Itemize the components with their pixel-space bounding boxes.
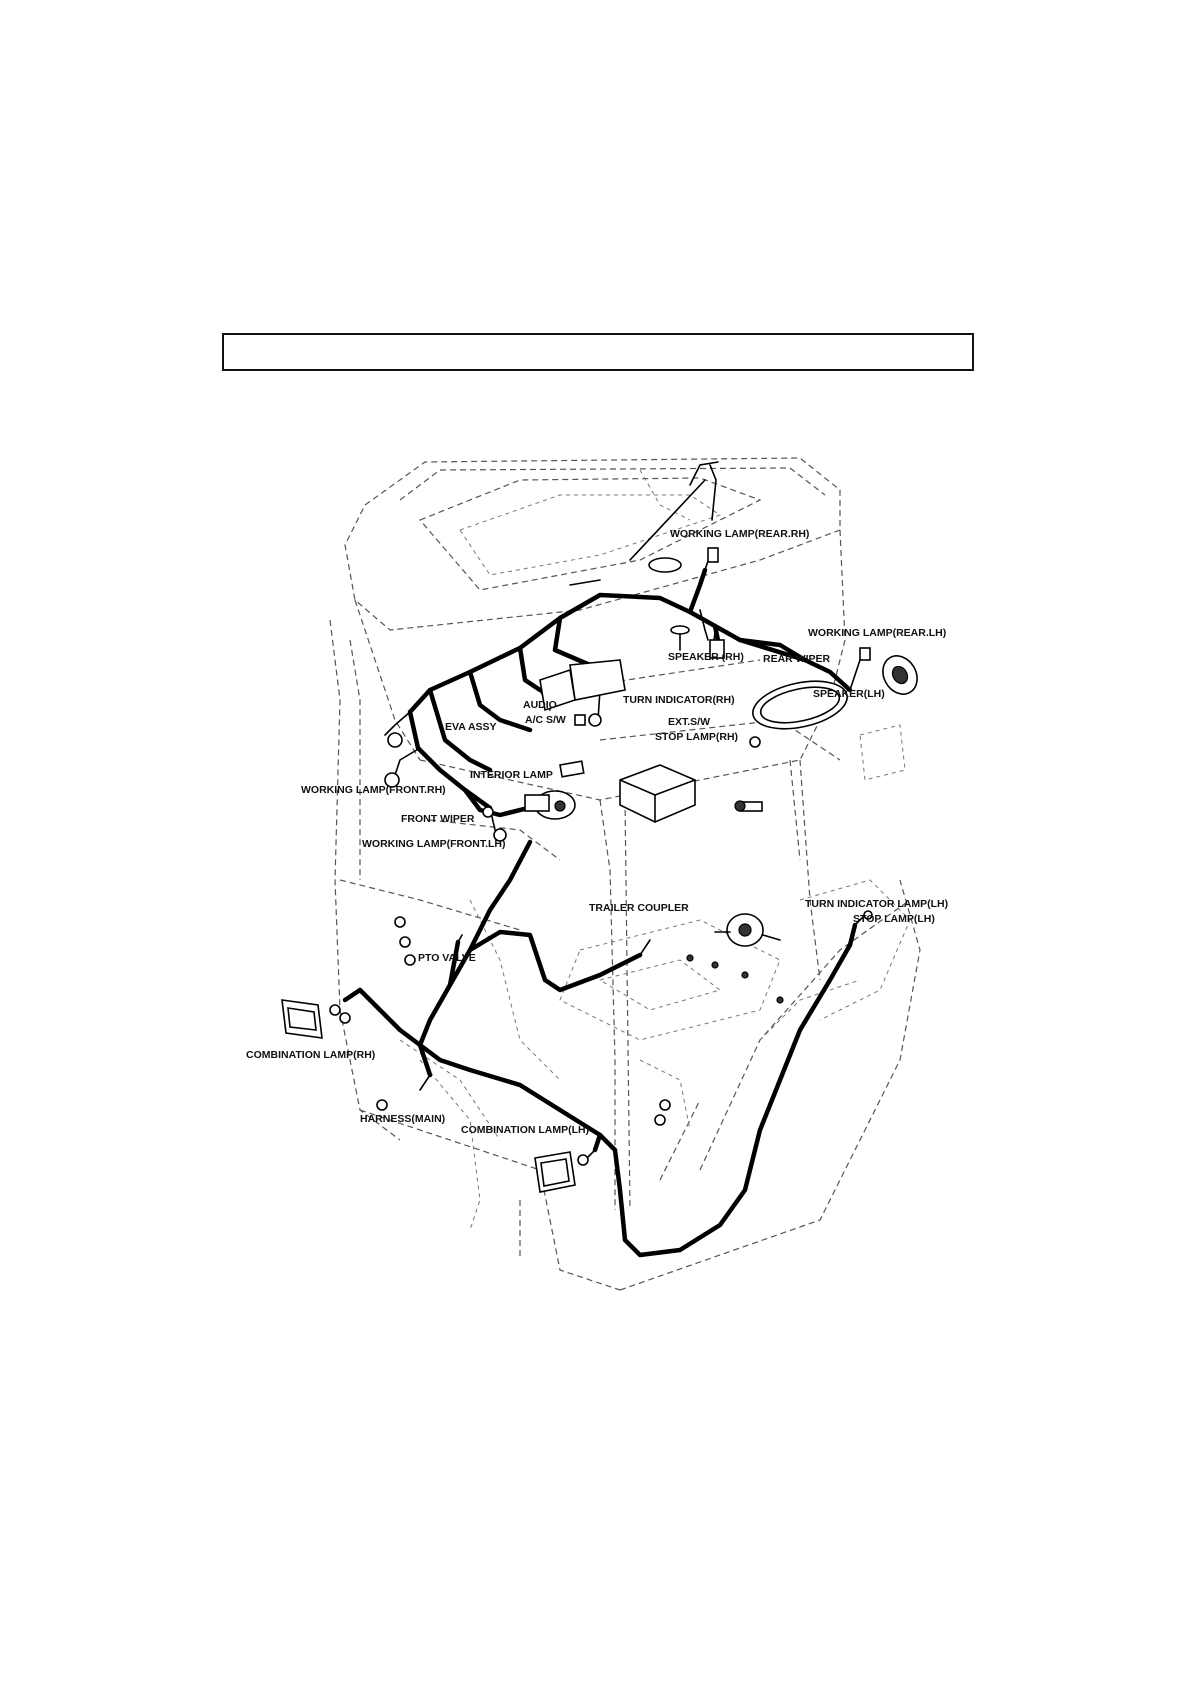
label-pto-valve: PTO VALVE <box>418 952 476 964</box>
label-stop-lamp-rh: STOP LAMP(RH) <box>655 731 738 743</box>
label-working-lamp-rear-lh: WORKING LAMP(REAR.LH) <box>808 627 946 639</box>
label-ext-sw: EXT.S/W <box>668 716 710 728</box>
header-box <box>222 333 974 371</box>
label-working-lamp-front-lh: WORKING LAMP(FRONT.LH) <box>362 838 505 850</box>
harness-wires <box>342 567 858 1258</box>
callout-labels: WORKING LAMP(REAR.RH) WORKING LAMP(REAR.… <box>246 528 948 1136</box>
label-trailer-coupler: TRAILER COUPLER <box>589 902 689 914</box>
label-harness-main: HARNESS(MAIN) <box>360 1113 445 1125</box>
label-interior-lamp: INTERIOR LAMP <box>470 769 553 781</box>
label-combination-lamp-rh: COMBINATION LAMP(RH) <box>246 1049 375 1061</box>
label-stop-lamp-lh: STOP LAMP(LH) <box>853 913 935 925</box>
cab-roof-outline <box>344 457 846 761</box>
label-speaker-lh: SPEAKER(LH) <box>813 688 885 700</box>
label-turn-indicator-lamp-lh: TURN INDICATOR LAMP(LH) <box>805 898 948 910</box>
label-ac-sw: A/C S/W <box>525 714 566 726</box>
label-speaker-rh: SPEAKER (RH) <box>668 651 744 663</box>
label-working-lamp-front-rh: WORKING LAMP(FRONT.RH) <box>301 784 446 796</box>
label-working-lamp-rear-rh: WORKING LAMP(REAR.RH) <box>670 528 809 540</box>
label-front-wiper: FRONT WIPER <box>401 813 475 825</box>
components <box>281 547 918 1193</box>
label-eva-assy: EVA ASSY <box>445 721 497 733</box>
label-turn-indicator-rh: TURN INDICATOR(RH) <box>623 694 735 706</box>
label-rear-wiper: REAR WIPER <box>763 653 831 665</box>
label-audio: AUDIO <box>523 699 557 711</box>
label-combination-lamp-lh: COMBINATION LAMP(LH) <box>461 1124 589 1136</box>
